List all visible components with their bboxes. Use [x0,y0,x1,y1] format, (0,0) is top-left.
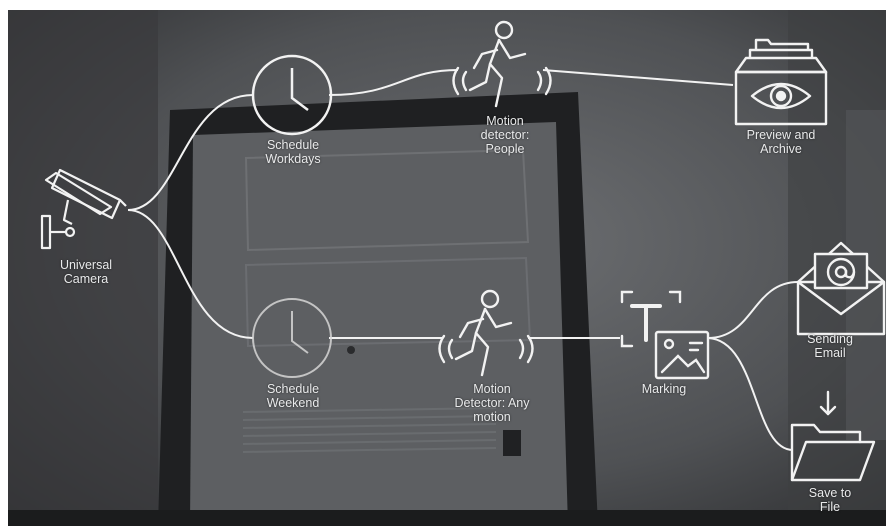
background-scene [8,10,886,526]
schedule-weekend-label: Schedule Weekend [267,382,320,410]
preview-archive-label: Preview and Archive [747,128,816,156]
marking-label: Marking [642,382,686,396]
save-to-file-label: Save to File [802,486,858,514]
schedule-workdays-label: Schedule Workdays [265,138,320,166]
diagram-stage: Universal Camera Schedule Workdays Sched… [8,10,886,526]
workflow-diagram [8,10,886,526]
motion-any-label: Motion Detector: Any motion [454,382,529,424]
sending-email-label: Sending Email [802,332,858,360]
door-lock [503,430,521,456]
motion-people-label: Motion detector: People [481,114,530,156]
camera-label: Universal Camera [60,258,112,286]
